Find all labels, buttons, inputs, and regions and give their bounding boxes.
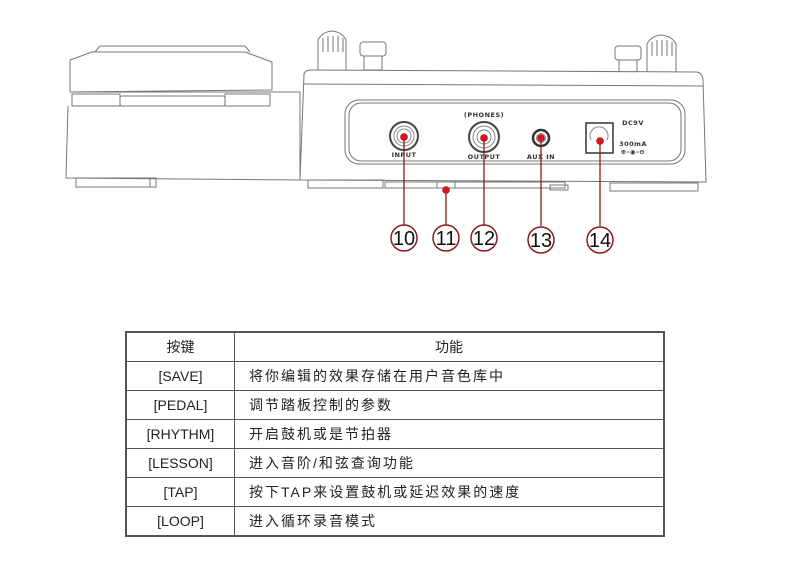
callout-number-10: 10 xyxy=(393,228,415,250)
callout-dot-12 xyxy=(480,134,488,142)
function-cell: 进入循环录音模式 xyxy=(234,506,665,537)
callout-badge-13 xyxy=(527,226,555,254)
callout-dot-14 xyxy=(596,137,604,145)
callout-number-12: 12 xyxy=(473,228,495,250)
table-row: [PEDAL] 调节踏板控制的参数 xyxy=(125,390,665,420)
callout-badge-11 xyxy=(432,224,460,252)
callout-dot-10 xyxy=(400,133,408,141)
output-jack-sublabel: (PHONES) xyxy=(464,111,504,119)
key-cell: [PEDAL] xyxy=(125,390,235,420)
device-rear-panel-illustration: INPUT (PHONES) OUTPUT AUX IN DC9V 300mA … xyxy=(65,30,707,254)
function-cell: 调节踏板控制的参数 xyxy=(234,390,665,420)
table-row: [RHYTHM] 开启鼓机或是节拍器 xyxy=(125,419,665,449)
function-cell: 按下TAP来设置鼓机或延迟效果的速度 xyxy=(234,477,665,507)
function-cell: 开启鼓机或是节拍器 xyxy=(234,419,665,449)
header-key: 按键 xyxy=(125,331,235,362)
key-cell: [TAP] xyxy=(125,477,235,507)
function-cell: 将你编辑的效果存储在用户音色库中 xyxy=(234,361,665,391)
header-function: 功能 xyxy=(234,331,665,362)
callout-badge-14 xyxy=(586,226,614,254)
main-unit-body xyxy=(299,69,707,192)
footswitch-right xyxy=(614,45,642,73)
callout-dot-13 xyxy=(537,134,545,142)
dc-current-label: 300mA xyxy=(619,140,647,148)
knob-left xyxy=(317,30,347,70)
key-cell: [SAVE] xyxy=(125,361,235,391)
expression-pedal-unit xyxy=(65,45,301,188)
footswitch-left xyxy=(359,41,387,71)
knob-right xyxy=(646,34,677,72)
callout-number-14: 14 xyxy=(589,230,611,252)
table-header-row: 按键 功能 xyxy=(125,331,665,362)
key-cell: [LOOP] xyxy=(125,506,235,537)
table-row: [LESSON] 进入音阶/和弦查询功能 xyxy=(125,448,665,478)
table-row: [SAVE] 将你编辑的效果存储在用户音色库中 xyxy=(125,361,665,391)
table-row: [LOOP] 进入循环录音模式 xyxy=(125,506,665,537)
key-cell: [RHYTHM] xyxy=(125,419,235,449)
dc-voltage-label: DC9V xyxy=(622,119,644,127)
callout-badge-12 xyxy=(470,224,498,252)
table-row: [TAP] 按下TAP来设置鼓机或延迟效果的速度 xyxy=(125,477,665,507)
key-function-table: 按键 功能 [SAVE] 将你编辑的效果存储在用户音色库中 [PEDAL] 调节… xyxy=(125,331,665,537)
dc-polarity-symbol: ⊕-◉-⊖ xyxy=(621,148,645,156)
function-cell: 进入音阶/和弦查询功能 xyxy=(234,448,665,478)
callout-number-13: 13 xyxy=(530,230,552,252)
callout-dot-11 xyxy=(442,186,450,194)
key-cell: [LESSON] xyxy=(125,448,235,478)
callout-number-11: 11 xyxy=(436,228,457,250)
callout-badge-10 xyxy=(390,224,418,252)
